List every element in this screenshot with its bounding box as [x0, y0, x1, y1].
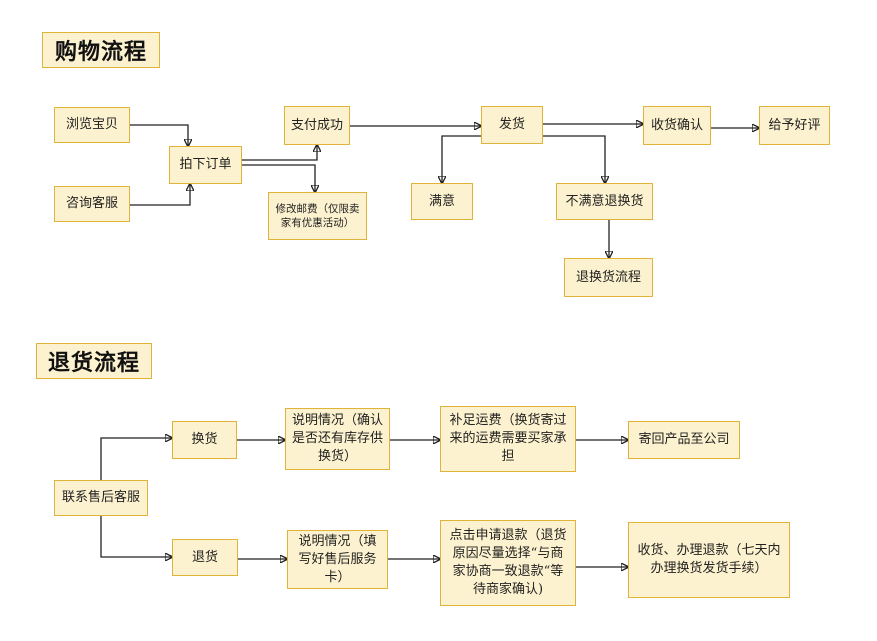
node-contact-service: 联系售后客服 [54, 480, 148, 516]
edge-order-pay [242, 145, 317, 161]
node-exchange: 换货 [172, 421, 237, 459]
node-exchange-send: 寄回产品至公司 [628, 421, 740, 459]
node-refund-explain: 说明情况（填写好售后服务卡） [287, 530, 388, 589]
edge-consult-order [130, 184, 190, 206]
node-refund-receive: 收货、办理退款（七天内办理换货发货手续） [628, 522, 790, 598]
edge-contact-refund [100, 516, 172, 557]
node-unsatisfied: 不满意退换货 [556, 183, 653, 220]
node-exchange-explain: 说明情况（确认是否还有库存供换货） [285, 408, 390, 470]
edge-contact-exchange [100, 438, 172, 480]
edge-browse-order [130, 124, 188, 146]
node-refund: 退货 [172, 539, 238, 576]
node-order: 拍下订单 [169, 146, 242, 184]
return-flow-title: 退货流程 [36, 343, 152, 379]
edge-ship-unsatisfied [527, 135, 605, 183]
node-exchange-fee: 补足运费（换货寄过来的运费需要买家承担 [440, 406, 576, 472]
node-ship: 发货 [481, 106, 543, 144]
node-return-process: 退换货流程 [564, 258, 653, 297]
node-edit-shipping: 修改邮费（仅限卖家有优惠活动） [268, 192, 367, 240]
node-receive: 收货确认 [643, 106, 711, 145]
node-satisfied: 满意 [411, 183, 473, 220]
edge-order-edit [242, 164, 315, 192]
edge-ship-satisfied [442, 135, 490, 183]
shopping-flow-title: 购物流程 [42, 32, 160, 68]
node-review: 给予好评 [759, 106, 830, 145]
node-browse: 浏览宝贝 [54, 107, 130, 143]
node-pay: 支付成功 [284, 106, 350, 145]
node-refund-apply: 点击申请退款（退货原因尽量选择“与商家协商一致退款“等待商家确认) [440, 520, 576, 606]
node-consult: 咨询客服 [54, 186, 130, 222]
